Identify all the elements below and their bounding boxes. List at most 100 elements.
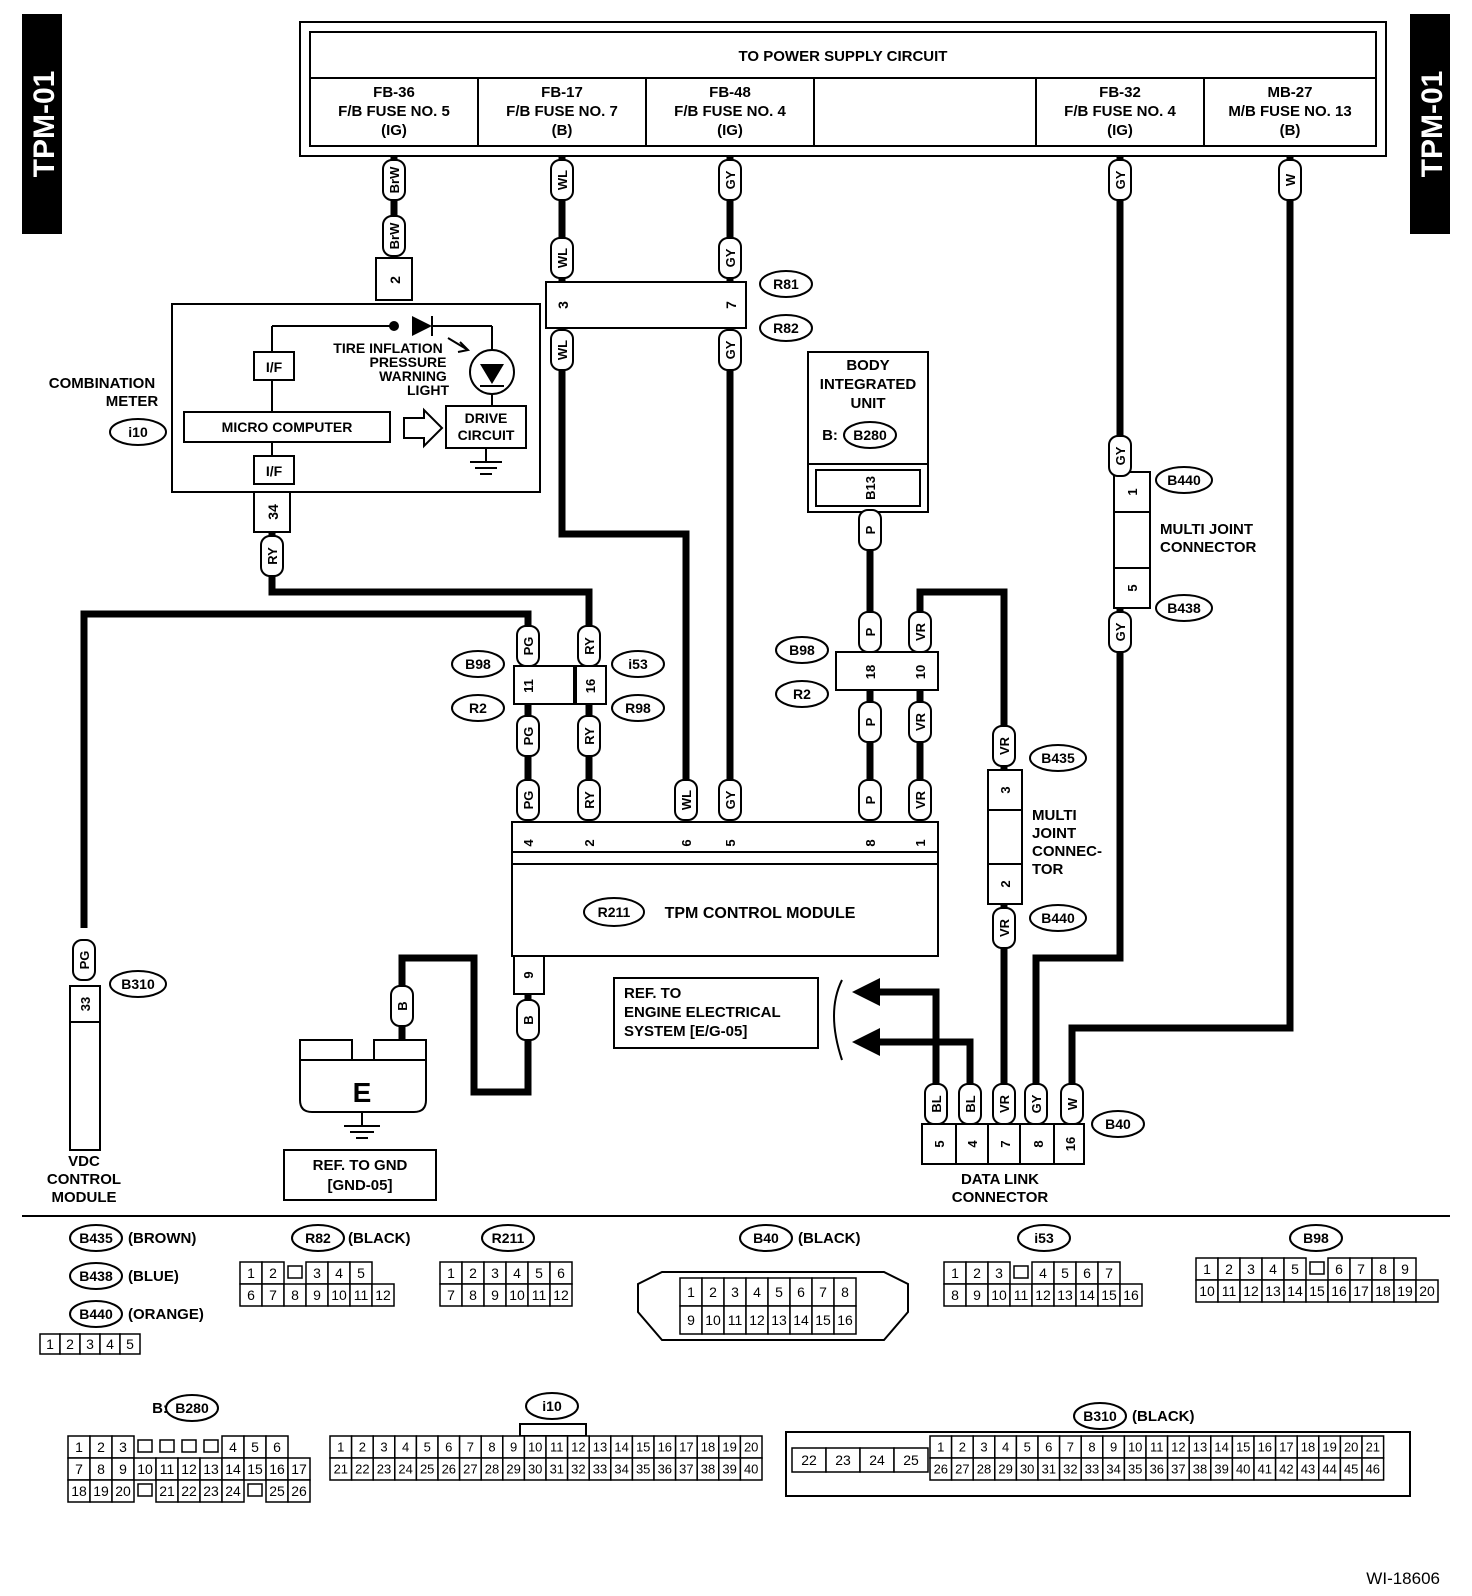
- pin-number: 11: [728, 1312, 743, 1328]
- wire-color-label: VR: [913, 622, 928, 641]
- ground-block: E REF. TO GND [GND-05]: [283, 1039, 437, 1201]
- legend-b440-color: (ORANGE): [128, 1306, 204, 1323]
- legend-b280: B280: [175, 1400, 209, 1416]
- pin-number: 9: [510, 1440, 517, 1455]
- pin-number: 15: [247, 1461, 263, 1477]
- page-tag-left-text: TPM-01: [28, 71, 61, 178]
- pin-number: 3: [1247, 1261, 1255, 1277]
- b310-outline: [785, 1431, 1411, 1497]
- pin-number: 10: [528, 1440, 542, 1455]
- pin-number: 4: [753, 1284, 761, 1300]
- pin-number: 13: [1057, 1287, 1073, 1303]
- combination-meter-label1: COMBINATION: [49, 375, 155, 392]
- connector-b98-r2-left: 11 B98 R2: [451, 650, 575, 722]
- pin-number: 5: [251, 1439, 259, 1455]
- dlc-label1: DATA LINK: [961, 1171, 1039, 1188]
- mj2-label2: JOINT: [1032, 825, 1076, 842]
- legend-r211: R211: [492, 1230, 525, 1246]
- wire-color-label: W: [1283, 173, 1298, 186]
- pin-number: 18: [701, 1440, 715, 1455]
- dlc-pin-7: 7: [998, 1140, 1013, 1147]
- pin-number: 13: [771, 1312, 787, 1328]
- pin-number: 34: [614, 1462, 628, 1477]
- pin-number: 43: [1301, 1462, 1315, 1477]
- pin-number: 18: [71, 1483, 87, 1499]
- engine-ref-line1: REF. TO: [624, 985, 682, 1002]
- mj2-bottom-pin: 2: [998, 880, 1013, 887]
- connector-i53-r98: 16 i53 R98: [575, 650, 665, 722]
- pin-number: 8: [469, 1287, 477, 1303]
- wire-tag-p: P: [858, 509, 882, 551]
- pin-number: 3: [380, 1440, 387, 1455]
- pin-number: 19: [93, 1483, 109, 1499]
- pin-number: 16: [837, 1312, 853, 1328]
- pin-number: 12: [1243, 1283, 1259, 1299]
- wire-color-label: GY: [1113, 622, 1128, 641]
- engine-reference-box: REF. TO ENGINE ELECTRICAL SYSTEM [E/G-05…: [613, 977, 819, 1049]
- pin-number: 1: [1203, 1261, 1211, 1277]
- diagram-code: WI-18606: [1366, 1569, 1440, 1588]
- pin-number: 25: [420, 1462, 434, 1477]
- tpm-pin-5: 5: [723, 839, 738, 846]
- pin-number: 22: [801, 1452, 817, 1468]
- pin-number: 37: [679, 1462, 693, 1477]
- wire-color-label: GY: [723, 170, 738, 189]
- body-integrated-unit: BODY INTEGRATED UNIT B: B280 B13: [807, 351, 929, 513]
- pin-number: 40: [1236, 1462, 1250, 1477]
- legend-b40: B40: [753, 1230, 779, 1246]
- pin-number: 15: [1309, 1283, 1325, 1299]
- tpm-pin-1: 1: [913, 839, 928, 846]
- mj2-label4: TOR: [1032, 861, 1064, 878]
- pin-number: 1: [447, 1265, 455, 1281]
- pin-number: 11: [532, 1287, 547, 1303]
- pin-number: 39: [1214, 1462, 1228, 1477]
- pin-number: 1: [247, 1265, 255, 1281]
- wire-tag-wl: WL: [550, 159, 574, 201]
- pin-number: 11: [550, 1440, 564, 1455]
- pin-number: 1: [687, 1284, 695, 1300]
- wire-tag-ry: RY: [577, 625, 601, 667]
- fuse-3-mode: (IG): [717, 122, 743, 139]
- pin-number: 3: [313, 1265, 321, 1281]
- wire-tag-pg: PG: [516, 715, 540, 757]
- pin-number: 1: [46, 1336, 54, 1352]
- wire-tag-gy: GY: [718, 159, 742, 201]
- pin-number: 46: [1366, 1462, 1380, 1477]
- pin-number: 30: [528, 1462, 542, 1477]
- wire-color-label: B: [521, 1015, 536, 1024]
- wire-color-label: VR: [913, 712, 928, 731]
- wire-color-label: WL: [679, 790, 694, 810]
- pin-number: 28: [977, 1462, 991, 1477]
- wire-tag-vr: VR: [908, 779, 932, 821]
- pin-number: 5: [1024, 1440, 1031, 1455]
- pin-number: 2: [709, 1284, 717, 1300]
- wire-tag-vr: VR: [992, 725, 1016, 767]
- pin-number: 4: [335, 1265, 343, 1281]
- pin-number: 16: [1258, 1440, 1272, 1455]
- pin-number: 23: [835, 1452, 851, 1468]
- mj1-top-pin: 1: [1125, 488, 1140, 495]
- fuse-5-id: MB-27: [1267, 84, 1312, 101]
- vdc-connector: B310: [121, 976, 155, 992]
- pin-number: 15: [815, 1312, 831, 1328]
- r81-pin-3: 3: [555, 301, 571, 309]
- pin-number: 2: [359, 1440, 366, 1455]
- wire-color-label: BrW: [387, 166, 402, 193]
- biu-line2: INTEGRATED: [820, 376, 917, 393]
- pin-number: 12: [1171, 1440, 1185, 1455]
- wire-tag-wl: WL: [550, 237, 574, 279]
- arrow-right-icon: [403, 407, 444, 449]
- mj2-top-conn: B435: [1041, 750, 1075, 766]
- dlc-pin-5: 5: [932, 1140, 947, 1147]
- pin-number: 5: [1291, 1261, 1299, 1277]
- pin-number: 16: [658, 1440, 672, 1455]
- pin-number: 12: [749, 1312, 765, 1328]
- pin-number: 5: [1061, 1265, 1069, 1281]
- pin-number: 19: [722, 1440, 736, 1455]
- data-link-connector: 5 4 7 8 16 B40 DATA LINK CONNECTOR: [921, 1110, 1145, 1206]
- wire-tag-brw: BrW: [382, 215, 406, 257]
- meter-if-top: I/F: [266, 359, 283, 375]
